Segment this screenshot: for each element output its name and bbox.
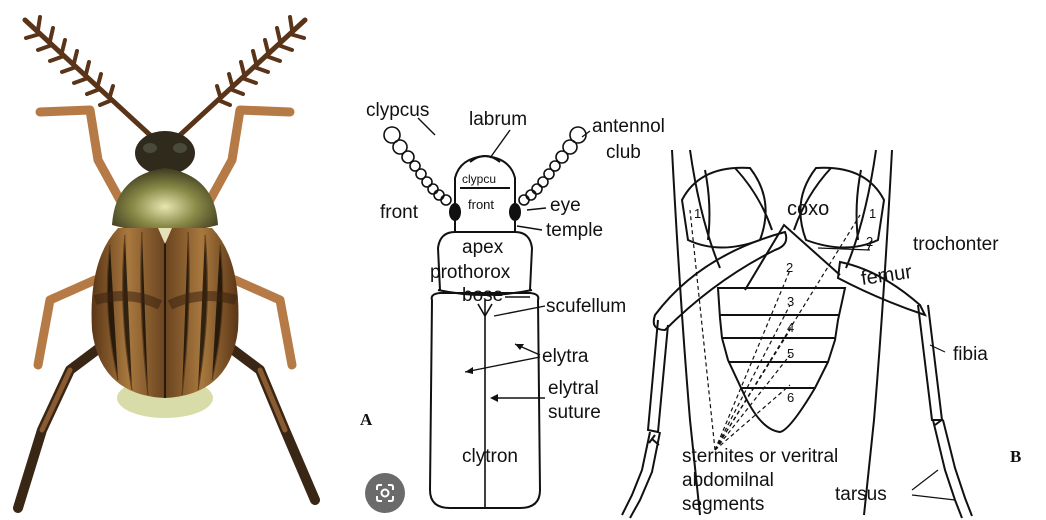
label-antennol: antennol xyxy=(592,116,665,137)
panel-b-right-tarsus xyxy=(933,420,972,518)
label-coxo: coxo xyxy=(787,198,829,220)
panel-a-head xyxy=(455,156,515,232)
label-trochonter: trochonter xyxy=(913,234,999,255)
label-elytra: elytra xyxy=(542,346,589,367)
label-abdomilnal: abdomilnal xyxy=(682,470,774,491)
label-clypcu-inner: clypcu xyxy=(462,172,496,186)
panel-a-eye-left xyxy=(450,204,460,220)
segment-number: 1 xyxy=(694,206,701,221)
label-front: front xyxy=(380,202,419,223)
label-apex: apex xyxy=(462,237,504,258)
segment-number: 4 xyxy=(787,320,794,335)
label-scufellum: scufellum xyxy=(546,296,626,317)
label-club: club xyxy=(606,142,641,163)
label-tarsus: tarsus xyxy=(835,484,887,505)
segment-number: 1 xyxy=(869,206,876,221)
beetle-pronotum xyxy=(112,168,218,233)
panel-b-letter: B xyxy=(1010,447,1021,466)
label-temple: temple xyxy=(546,220,603,241)
segment-number: 2 xyxy=(786,260,793,275)
panel-a-labels: clypcus labrum antennol club clypcu fron… xyxy=(360,100,665,467)
panel-a-letter: A xyxy=(360,410,373,429)
label-clytron: clytron xyxy=(462,446,518,467)
label-elytral: elytral xyxy=(548,378,599,399)
label-segments: segments xyxy=(682,494,764,515)
segment-number: 3 xyxy=(787,294,794,309)
label-prothorox: prothorox xyxy=(430,262,511,283)
label-front-inner: front xyxy=(468,197,494,212)
panel-b-left-tibia xyxy=(648,320,668,432)
lens-search-icon xyxy=(374,482,396,504)
panel-b-labels: coxo trochonter femur fibia sternites or… xyxy=(682,198,1021,515)
segment-number: 6 xyxy=(787,390,794,405)
panel-b-right-tibia xyxy=(918,305,942,420)
segment-number: 2 xyxy=(866,234,873,249)
panel-a-antennae xyxy=(384,127,586,205)
panel-b-left-tarsus xyxy=(622,432,660,518)
label-sternites: sternites or veritral xyxy=(682,446,838,467)
label-suture: suture xyxy=(548,402,601,423)
label-clypcus: clypcus xyxy=(366,100,429,121)
panel-b-abdomen xyxy=(718,288,845,432)
label-fibia: fibia xyxy=(953,344,988,365)
label-femur: femur xyxy=(860,261,914,290)
label-eye: eye xyxy=(550,195,581,216)
panel-a-eye-right xyxy=(510,204,520,220)
beetle-photo xyxy=(18,17,315,508)
label-bose: bose xyxy=(462,285,503,306)
label-labrum: labrum xyxy=(469,109,527,130)
segment-number: 5 xyxy=(787,346,794,361)
lens-search-button[interactable] xyxy=(365,473,405,513)
